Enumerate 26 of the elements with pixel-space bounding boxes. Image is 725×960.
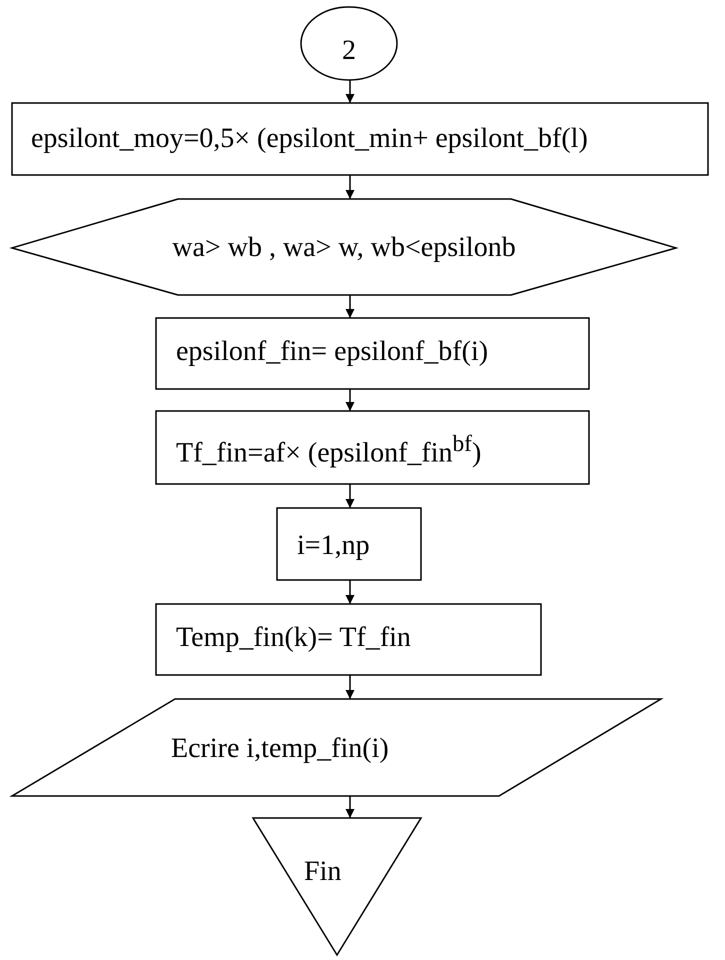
output-parallelogram [12,699,661,796]
condition-hexagon [12,199,676,295]
arrow [346,175,354,199]
node-label: Fin [304,858,342,886]
node-label: Tf_fin=af× (epsilonf_fin$^{bf}$) [176,433,482,468]
node-label: i=1,np [297,532,370,560]
terminator-triangle [253,818,421,955]
process-box [156,604,541,675]
arrow [346,580,354,604]
arrow [346,389,354,411]
arrow [346,295,354,318]
process-box [156,411,589,484]
node-label: epsilonf_fin= epsilonf_bf(i) [176,338,488,366]
loop-box [277,508,421,580]
arrow [346,484,354,508]
process-box [12,103,708,175]
process-box [156,318,589,389]
node-label: wa> wb , wa> w, wb<epsilonb [171,234,517,262]
arrow [346,80,354,103]
node-label: 2 [341,37,357,65]
node-label: Ecrire i,temp_fin(i) [171,735,389,763]
arrow [346,796,354,818]
connector-circle [301,7,397,80]
arrow [346,675,354,699]
node-label: Temp_fin(k)= Tf_fin [176,624,411,652]
node-label: epsilont_moy=0,5× (epsilont_min+ epsilont_bf(l) [31,125,588,153]
